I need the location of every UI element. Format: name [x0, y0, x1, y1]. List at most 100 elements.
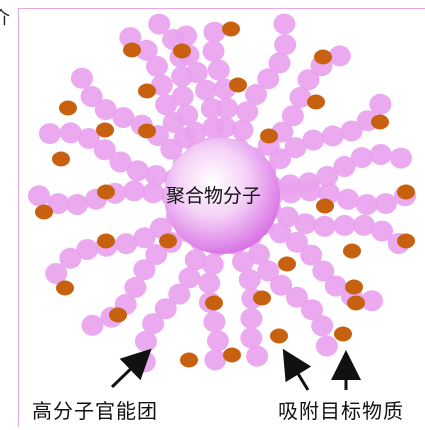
polymer-bead	[184, 121, 207, 143]
polymer-bead	[45, 263, 68, 284]
polymer-bead	[328, 45, 351, 67]
polymer-bead	[124, 276, 147, 298]
polymer-bead	[134, 330, 157, 352]
target-particle	[316, 198, 334, 214]
polymer-bead	[206, 330, 229, 352]
polymer-bead	[297, 69, 320, 91]
polymer-bead	[195, 79, 218, 101]
target-particle	[222, 21, 240, 37]
polymer-bead	[94, 99, 117, 120]
target-particle	[253, 290, 271, 306]
polymer-bead	[257, 260, 280, 282]
target-particle	[223, 347, 241, 363]
polymer-bead	[142, 313, 165, 335]
target-particle	[397, 184, 415, 200]
polymer-bead	[273, 13, 296, 35]
polymer-bead	[123, 180, 146, 202]
target-particle	[347, 295, 365, 311]
target-particle	[180, 352, 198, 368]
polymer-bead	[155, 94, 178, 116]
frame-border	[18, 8, 425, 427]
polymer-bead	[316, 165, 339, 187]
target-particle	[173, 43, 191, 59]
polymer-bead	[202, 40, 225, 62]
polymer-bead	[171, 85, 194, 107]
polymer-bead	[126, 160, 149, 182]
target-particle	[343, 243, 361, 259]
polymer-bead	[145, 165, 168, 186]
polymer-bead	[81, 314, 104, 336]
polymer-bead	[333, 156, 356, 177]
target-particle	[314, 49, 332, 65]
target-particle	[229, 77, 247, 93]
polymer-bead	[66, 194, 89, 215]
polymer-bead	[315, 335, 338, 357]
polymer-bead	[200, 98, 223, 120]
target-particle	[334, 326, 352, 342]
polymer-bead	[203, 21, 226, 43]
target-particle	[109, 307, 127, 323]
polymer-bead	[216, 97, 239, 119]
polymer-bead	[39, 123, 61, 145]
target-particle	[205, 295, 223, 311]
polymer-bead	[333, 214, 356, 236]
polymer-bead	[47, 193, 70, 215]
adsorbed-target-label: 吸附目标物质	[278, 399, 404, 423]
polymer-bead	[281, 105, 304, 127]
polymer-bead	[353, 214, 375, 236]
polymer-bead	[232, 251, 254, 273]
polymer-bead	[146, 55, 168, 77]
target-particle	[371, 114, 389, 130]
target-particle	[260, 128, 278, 144]
polymer-bead	[59, 122, 82, 144]
polymer-bead	[115, 233, 138, 255]
polymer-bead	[178, 267, 201, 289]
polymer-bead	[240, 308, 263, 329]
polymer-bead	[324, 275, 347, 297]
target-particle	[123, 42, 141, 58]
polymer-bead	[337, 188, 359, 210]
target-particles	[35, 21, 415, 368]
polymer-bead	[76, 239, 99, 260]
polymer-bead	[231, 119, 254, 141]
polymer-bead	[361, 290, 383, 312]
polymer-bead	[269, 148, 292, 170]
polymer-bead	[77, 128, 100, 149]
polymer-bead	[154, 298, 177, 320]
pointer-arrows	[110, 348, 361, 391]
target-particle	[59, 100, 77, 116]
polymer-bead	[302, 129, 325, 151]
arrow-target-1	[282, 348, 312, 391]
polymer-bead	[203, 311, 226, 333]
polymer-bead	[142, 182, 165, 204]
polymer-bead	[133, 259, 156, 281]
polymer-bead	[135, 39, 158, 61]
polymer-bead	[285, 231, 308, 253]
target-particle	[96, 122, 114, 138]
polymer-bead	[374, 193, 397, 215]
polymer-bead	[268, 52, 291, 74]
polymer-bead	[236, 101, 259, 123]
polymer-bead	[284, 137, 307, 159]
polymer-bead	[318, 182, 340, 204]
polymer-bead	[369, 93, 392, 115]
corner-text: 介	[0, 8, 10, 29]
polymer-bead	[245, 84, 267, 105]
functional-group-label: 高分子官能团	[32, 399, 158, 423]
polymer-bead	[201, 253, 224, 275]
polymer-bead	[371, 220, 394, 242]
target-particle	[138, 123, 156, 139]
target-particle	[138, 83, 156, 99]
target-particle	[97, 233, 115, 249]
polymer-bead	[350, 147, 373, 169]
polymer-bead	[311, 315, 334, 337]
polymer-bead	[109, 151, 132, 173]
polymer-bead	[112, 107, 135, 129]
polymer-bead	[257, 68, 280, 90]
polymer-bead	[70, 67, 93, 89]
polymer-bead	[279, 182, 302, 204]
polymer-bead	[269, 222, 292, 244]
polymer-bead	[270, 274, 293, 296]
